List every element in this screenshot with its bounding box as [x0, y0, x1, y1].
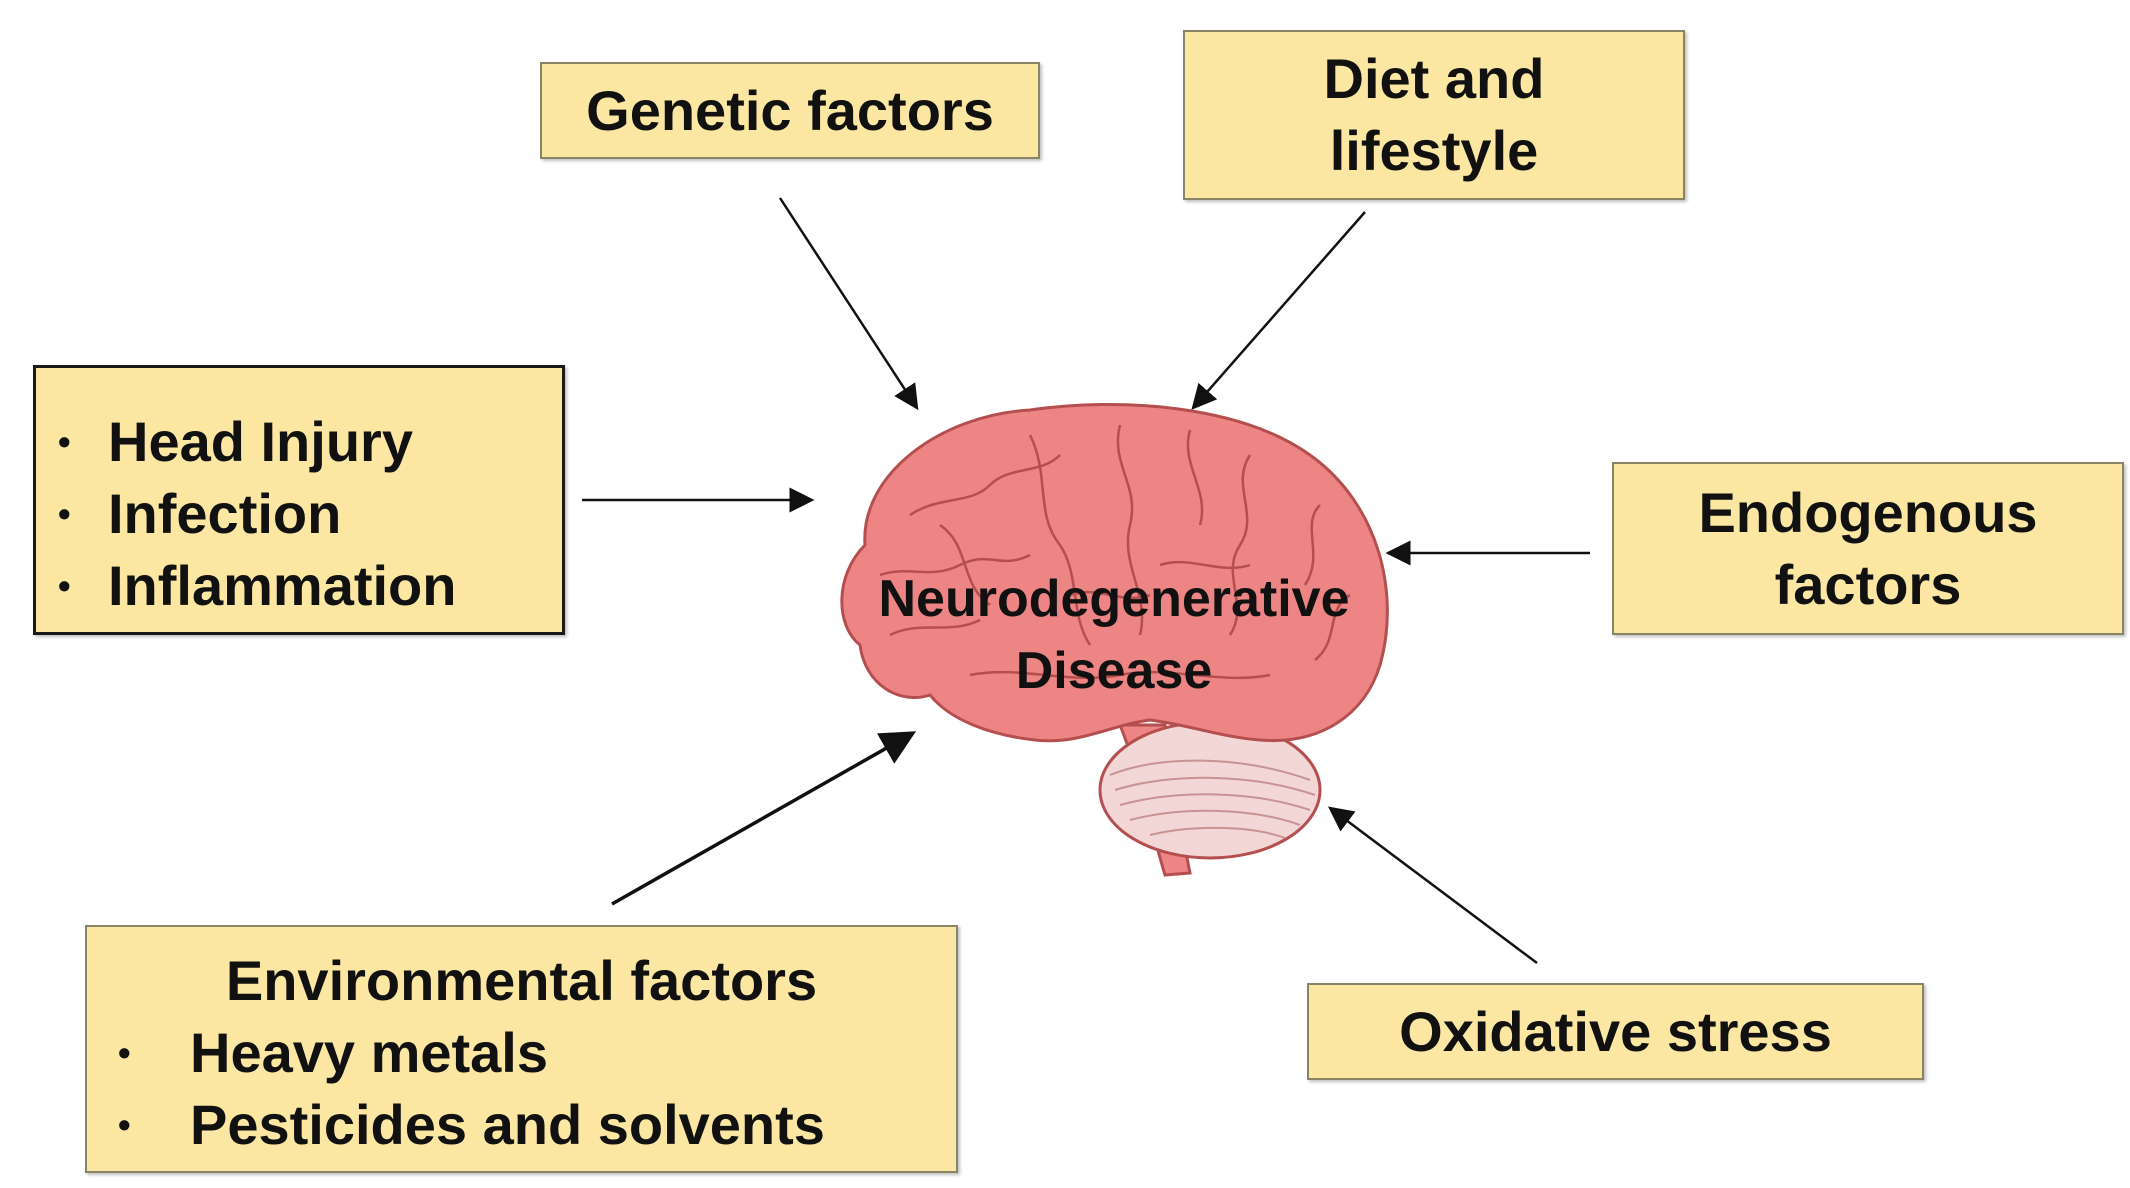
genetic-factors-box: Genetic factors — [540, 62, 1040, 159]
list-item: •Pesticides and solvents — [118, 1093, 825, 1156]
arrow-genetic — [778, 197, 919, 411]
environmental-list: •Heavy metals •Pesticides and solvents — [87, 1017, 956, 1161]
arrow-oxidative — [1327, 806, 1538, 965]
brain-illustration — [840, 402, 1389, 877]
arrow-diet — [1191, 211, 1366, 410]
diet-lifestyle-box: Diet and lifestyle — [1183, 30, 1685, 200]
head-injury-list: •Head Injury •Infection •Inflammation — [58, 406, 562, 622]
diet-lifestyle-line2: lifestyle — [1329, 119, 1539, 182]
center-label-line2: Disease — [1015, 642, 1213, 700]
endogenous-line2: factors — [1774, 552, 1962, 616]
list-item: •Head Injury — [58, 410, 413, 473]
arrow-environmental — [611, 731, 917, 906]
oxidative-stress-box: Oxidative stress — [1307, 983, 1924, 1080]
diet-lifestyle-line1: Diet and — [1323, 47, 1545, 110]
endogenous-line1: Endogenous — [1698, 480, 2038, 544]
list-item: •Inflammation — [58, 554, 457, 617]
endogenous-factors-box: Endogenous factors — [1612, 462, 2124, 635]
cerebrum — [840, 402, 1389, 743]
cerebellum — [1098, 720, 1322, 860]
center-label-line1: Neurodegenerative — [878, 570, 1350, 628]
environmental-title: Environmental factors — [225, 949, 818, 1012]
oxidative-stress-label: Oxidative stress — [1399, 999, 1832, 1063]
list-item: •Infection — [58, 482, 342, 545]
list-item: •Heavy metals — [118, 1021, 549, 1084]
head-injury-box: •Head Injury •Infection •Inflammation — [33, 365, 565, 635]
genetic-factors-label: Genetic factors — [586, 78, 994, 142]
environmental-factors-box: Environmental factors •Heavy metals •Pes… — [85, 925, 958, 1173]
